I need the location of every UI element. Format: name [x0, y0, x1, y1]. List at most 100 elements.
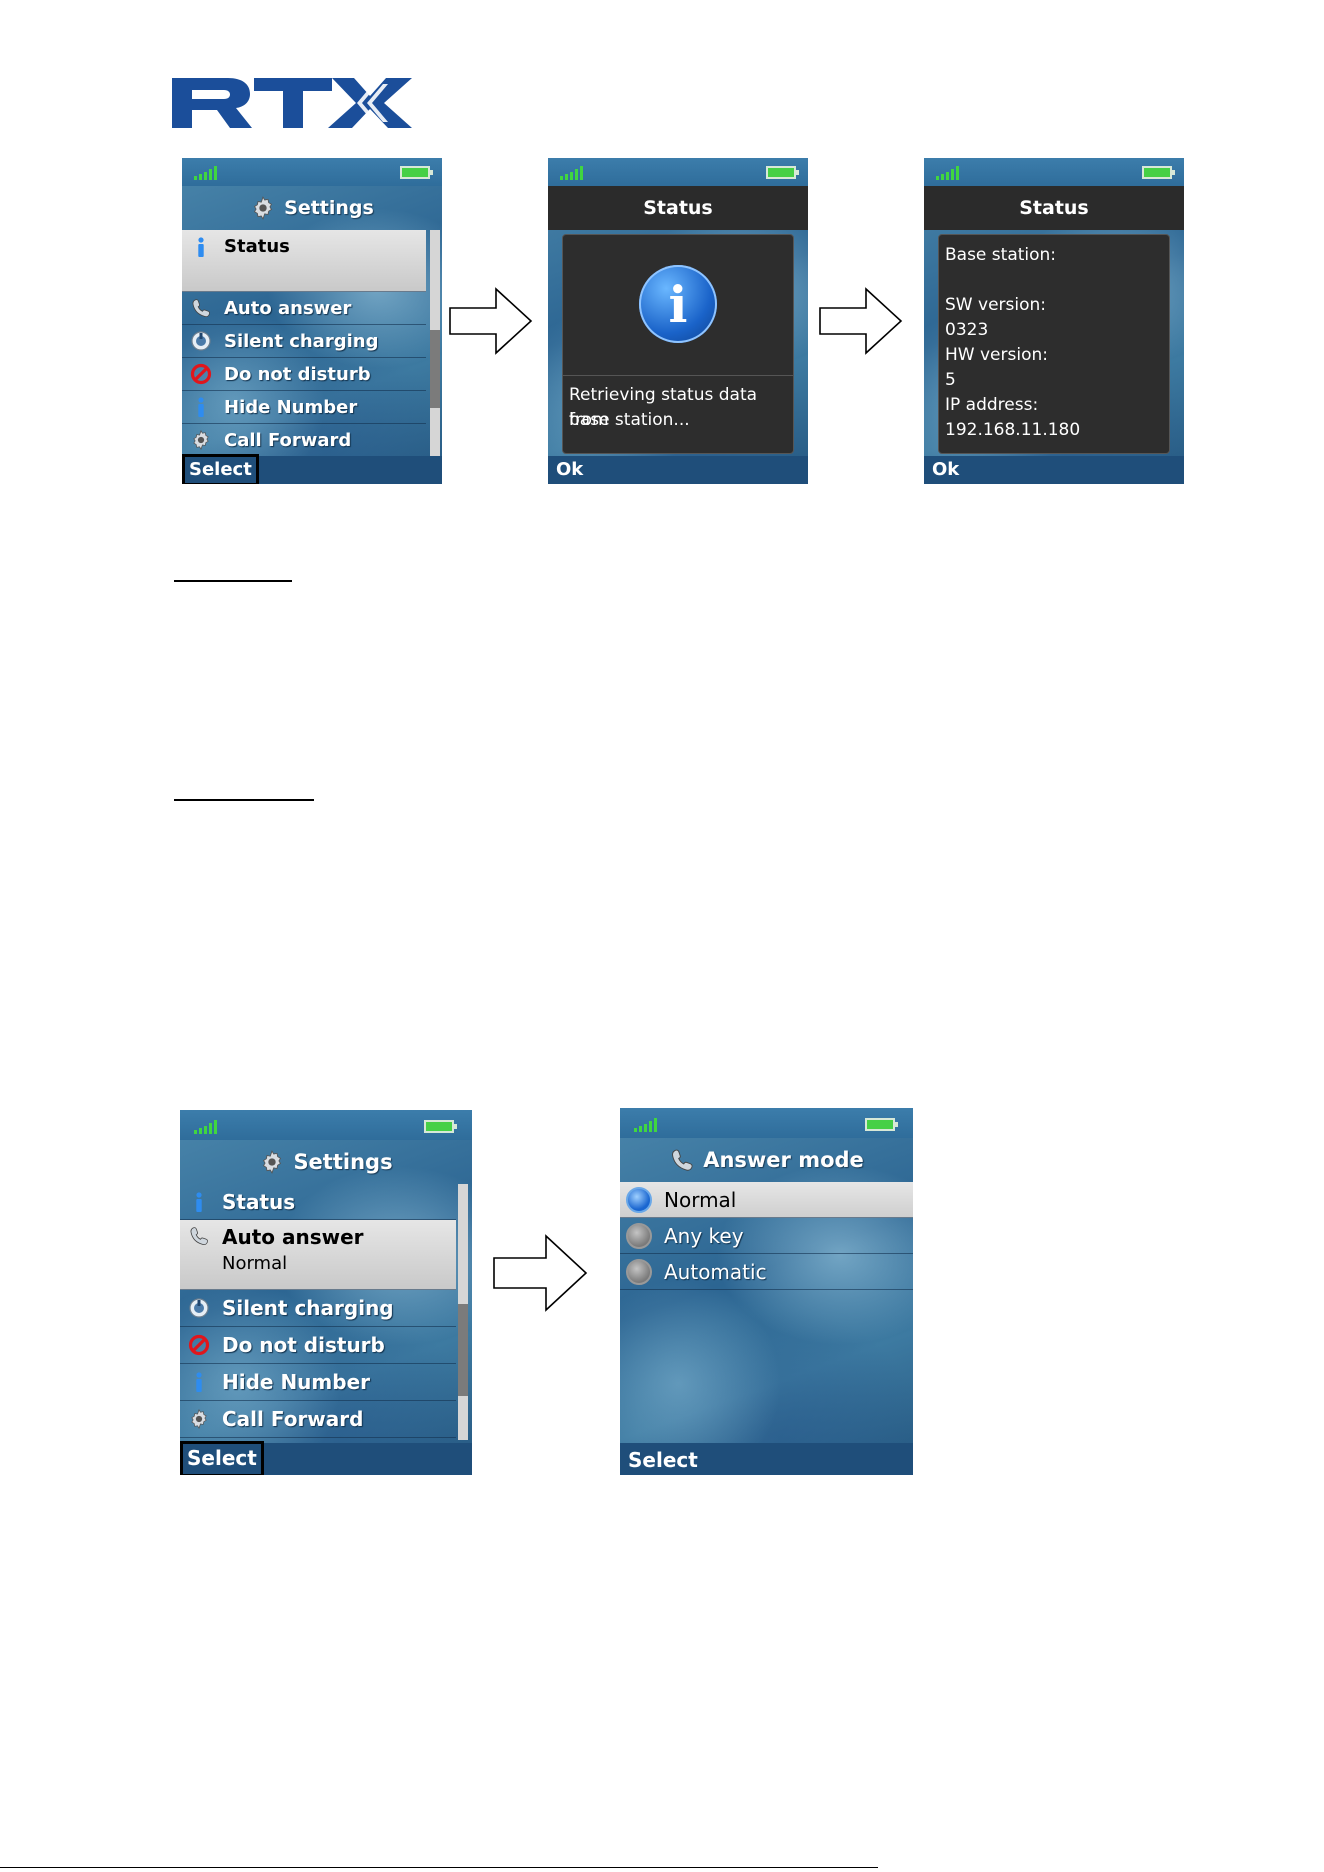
footer-rule — [0, 1867, 878, 1868]
menu-item-label: Silent charging — [222, 1296, 394, 1320]
phone-handset-icon — [669, 1147, 695, 1173]
status-line: 0323 — [945, 320, 989, 340]
screen-answer-mode: Answer mode Normal Any key Automatic Sel… — [620, 1108, 913, 1475]
battery-icon — [424, 1120, 457, 1133]
option-label: Normal — [664, 1187, 737, 1212]
silent-charging-icon — [190, 330, 212, 352]
menu-item-hide-number[interactable]: Hide Number — [180, 1364, 456, 1401]
option-any-key[interactable]: Any key — [620, 1218, 913, 1254]
status-bar — [924, 158, 1184, 186]
screen-status-info: Status Base station: SW version: 0323 HW… — [924, 158, 1184, 484]
radio-unselected-icon — [626, 1222, 652, 1249]
menu-item-label: Status — [222, 1189, 296, 1214]
menu-item-label: Call Forward — [224, 429, 352, 451]
screen-settings-auto-answer-selected: Settings Status Auto answer Normal Silen… — [180, 1110, 472, 1475]
settings-gear-icon — [259, 1149, 285, 1175]
screen-title: Settings — [182, 186, 442, 230]
softkey-bar: Select — [620, 1443, 913, 1475]
option-label: Any key — [664, 1223, 744, 1248]
battery-icon — [766, 166, 799, 179]
menu-item-text: Auto answer Normal — [222, 1225, 364, 1274]
option-label: Automatic — [664, 1259, 767, 1284]
menu-item-call-forward[interactable]: Call Forward — [180, 1401, 456, 1438]
softkey-bar: Select — [180, 1441, 472, 1475]
select-softkey[interactable]: Select — [628, 1448, 698, 1472]
status-line: 5 — [945, 370, 956, 390]
info-dialog: i Retrieving status data from base stati… — [562, 234, 794, 454]
arrow-right-icon — [493, 1234, 588, 1312]
menu-item-label: Status — [224, 236, 290, 257]
divider — [563, 375, 793, 376]
scroll-thumb[interactable] — [430, 330, 440, 408]
radio-selected-icon — [626, 1186, 652, 1213]
option-automatic[interactable]: Automatic — [620, 1254, 913, 1290]
menu-item-label: Hide Number — [224, 396, 358, 418]
screen-settings-status-selected: Settings Status Auto answer Silent charg… — [182, 158, 442, 484]
gear-icon — [190, 429, 212, 451]
info-icon — [188, 1191, 210, 1213]
silent-charging-icon — [188, 1297, 210, 1319]
screen-status-retrieving: Status i Retrieving status data from bas… — [548, 158, 808, 484]
status-line: Base station: — [945, 245, 1057, 265]
status-line: IP address: — [945, 395, 1039, 415]
signal-icon — [936, 166, 964, 180]
softkey-bar: Ok — [924, 456, 1184, 484]
signal-icon — [560, 166, 588, 180]
gear-icon — [188, 1408, 210, 1430]
settings-gear-icon — [250, 195, 276, 221]
menu-item-auto-answer[interactable]: Auto answer — [182, 292, 426, 325]
signal-icon — [194, 166, 222, 180]
battery-icon — [1142, 166, 1175, 179]
menu-item-do-not-disturb[interactable]: Do not disturb — [180, 1327, 456, 1364]
softkey-bar: Select — [182, 454, 442, 484]
menu-item-label: Silent charging — [224, 330, 379, 352]
scrollbar[interactable] — [458, 1184, 468, 1440]
status-details: Base station: SW version: 0323 HW versio… — [938, 234, 1170, 454]
menu-item-status[interactable]: Status — [182, 230, 426, 292]
menu-item-status[interactable]: Status — [180, 1184, 456, 1220]
menu-item-silent-charging[interactable]: Silent charging — [180, 1290, 456, 1327]
menu-item-label: Hide Number — [222, 1370, 370, 1394]
menu-item-hide-number[interactable]: Hide Number — [182, 391, 426, 424]
scroll-thumb[interactable] — [458, 1304, 468, 1396]
signal-icon — [194, 1120, 222, 1134]
menu-item-auto-answer[interactable]: Auto answer Normal — [180, 1220, 456, 1290]
rtx-logo — [172, 78, 412, 128]
signal-icon — [634, 1118, 662, 1132]
dialog-message-line: base station... — [569, 410, 690, 430]
ok-softkey[interactable]: Ok — [932, 459, 960, 480]
info-icon — [190, 396, 212, 418]
radio-unselected-icon — [626, 1258, 652, 1285]
status-bar — [548, 158, 808, 186]
menu-item-label: Do not disturb — [222, 1333, 385, 1357]
menu-item-silent-charging[interactable]: Silent charging — [182, 325, 426, 358]
select-softkey[interactable]: Select — [182, 454, 259, 484]
option-normal[interactable]: Normal — [620, 1182, 913, 1218]
menu-item-call-forward[interactable]: Call Forward — [182, 424, 426, 457]
section-heading-underline — [174, 580, 292, 582]
info-icon: i — [639, 265, 717, 343]
do-not-disturb-icon — [188, 1334, 210, 1356]
select-softkey[interactable]: Select — [180, 1441, 264, 1475]
menu-item-do-not-disturb[interactable]: Do not disturb — [182, 358, 426, 391]
status-line: HW version: — [945, 345, 1048, 365]
screen-title: Settings — [180, 1140, 472, 1184]
info-icon — [188, 1371, 210, 1393]
arrow-right-icon — [449, 287, 533, 355]
info-icon — [190, 236, 212, 258]
menu-item-value: Normal — [222, 1253, 288, 1274]
menu-item-label: Auto answer — [224, 297, 352, 319]
battery-icon — [400, 166, 433, 179]
status-bar — [180, 1110, 472, 1140]
status-bar — [620, 1108, 913, 1138]
screen-title: Answer mode — [620, 1138, 913, 1182]
screen-title: Status — [924, 186, 1184, 230]
section-heading-underline — [174, 799, 314, 801]
scrollbar[interactable] — [430, 230, 440, 456]
menu-item-label: Auto answer — [222, 1225, 364, 1249]
screen-title: Status — [548, 186, 808, 230]
softkey-bar: Ok — [548, 456, 808, 484]
status-bar — [182, 158, 442, 186]
ok-softkey[interactable]: Ok — [556, 459, 584, 480]
phone-handset-icon — [188, 1225, 210, 1247]
